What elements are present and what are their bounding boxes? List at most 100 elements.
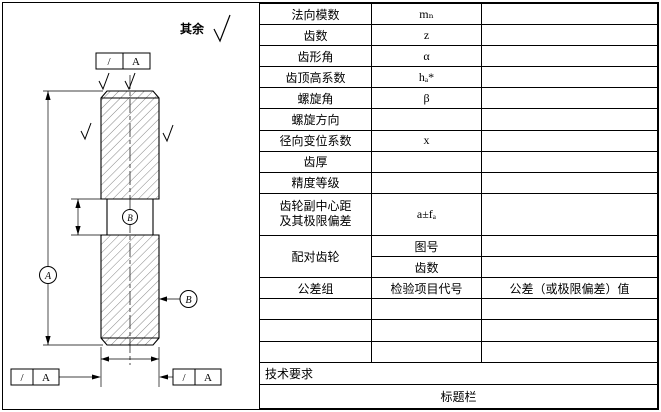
dimension-overall-length xyxy=(43,90,103,346)
tolerance-symbol: / xyxy=(20,372,24,384)
param-value xyxy=(481,192,658,237)
table-row: 法向模数 mₙ xyxy=(259,2,658,26)
rest-label: 其余 xyxy=(180,21,205,36)
parameter-table-area: 法向模数 mₙ 齿数 z 齿形角 α 齿顶高系数 hₐ* xyxy=(259,2,658,410)
param-label: 配对齿轮 xyxy=(259,235,372,279)
param-value xyxy=(481,2,658,26)
param-symbol xyxy=(371,108,482,131)
tolerance-datum-ref: A xyxy=(204,372,212,384)
arrowhead xyxy=(75,226,81,235)
table-row: 齿数 xyxy=(260,256,658,279)
param-value xyxy=(481,235,658,258)
table-row: 公差组 检验项目代号 公差（或极限偏差）值 xyxy=(259,277,658,300)
param-value xyxy=(481,24,658,47)
arrowhead xyxy=(92,374,101,380)
param-value xyxy=(481,45,658,68)
tolerance-frame-top: / A xyxy=(95,52,151,70)
roughness-icon xyxy=(213,14,231,43)
arrowhead xyxy=(75,199,81,208)
title-bar-label: 标题栏 xyxy=(259,383,658,410)
tolerance-datum-ref: A xyxy=(42,372,50,384)
arrowhead xyxy=(101,356,109,362)
dimension-bottom xyxy=(100,347,160,387)
table-row: 齿顶高系数 hₐ* xyxy=(259,66,658,89)
hatch-upper-section xyxy=(101,91,159,199)
arrowhead xyxy=(45,336,51,345)
arrowhead xyxy=(151,356,159,362)
empty-cell xyxy=(371,340,482,363)
table-row: 齿轮副中心距 及其极限偏差 a±fₐ xyxy=(259,192,658,237)
empty-cell xyxy=(371,319,482,342)
param-symbol: 图号 xyxy=(371,235,482,258)
param-value xyxy=(481,87,658,110)
datum-b-leader: B xyxy=(159,290,198,308)
datum-a-label: A xyxy=(44,271,52,282)
roughness-icon xyxy=(98,72,110,91)
table-row: 配对齿轮 图号 xyxy=(259,235,658,279)
tolerance-value-header: 公差（或极限偏差）值 xyxy=(481,277,658,300)
datum-b-label: B xyxy=(185,295,191,306)
table-row: 齿数 z xyxy=(259,24,658,47)
table-row: 螺旋角 β xyxy=(259,87,658,110)
empty-cell xyxy=(481,340,658,363)
param-label: 齿顶高系数 xyxy=(259,66,372,89)
empty-cell xyxy=(481,298,658,321)
param-symbol: z xyxy=(371,24,482,47)
table-row: 径向变位系数 x xyxy=(259,129,658,152)
inspection-item-header: 检验项目代号 xyxy=(371,277,482,300)
param-label: 径向变位系数 xyxy=(259,129,372,152)
empty-cell xyxy=(259,298,372,321)
arrowhead xyxy=(159,374,168,380)
param-label: 齿厚 xyxy=(259,150,372,173)
tolerance-symbol: / xyxy=(182,372,186,384)
table-row: 齿形角 α xyxy=(259,45,658,68)
param-symbol: a±fₐ xyxy=(371,192,482,237)
tolerance-frame-bottom-right: / A xyxy=(159,368,222,386)
tolerance-datum-ref: A xyxy=(132,56,140,68)
table-row: 螺旋方向 xyxy=(259,108,658,131)
roughness-icon xyxy=(124,72,136,91)
param-symbol: mₙ xyxy=(371,2,482,26)
param-label: 齿形角 xyxy=(259,45,372,68)
tolerance-frame-bottom-left: / A xyxy=(10,368,101,386)
param-label: 法向模数 xyxy=(259,2,372,26)
table-row xyxy=(259,298,658,321)
gear-section-drawing: 其余 / A xyxy=(10,14,231,387)
param-symbol: β xyxy=(371,87,482,110)
empty-cell xyxy=(259,319,372,342)
param-value xyxy=(481,129,658,152)
datum-b-label: B xyxy=(127,213,133,223)
hatch-lower-section xyxy=(101,235,159,345)
datum-b-inner: B xyxy=(122,209,138,225)
tech-requirements-label: 技术要求 xyxy=(259,361,658,385)
param-symbol: hₐ* xyxy=(371,66,482,89)
param-label: 齿轮副中心距 及其极限偏差 xyxy=(259,192,372,237)
roughness-icon xyxy=(162,124,174,143)
param-value xyxy=(481,66,658,89)
empty-cell xyxy=(371,298,482,321)
param-label: 螺旋角 xyxy=(259,87,372,110)
tolerance-group-header: 公差组 xyxy=(259,277,372,300)
table-row xyxy=(259,319,658,342)
tech-requirements-row: 技术要求 xyxy=(259,361,658,385)
arrowhead xyxy=(45,91,51,100)
arrowhead xyxy=(159,296,167,302)
table-row: 精度等级 xyxy=(259,171,658,194)
param-value xyxy=(481,150,658,173)
param-symbol xyxy=(371,171,482,194)
table-row: 齿厚 xyxy=(259,150,658,173)
empty-cell xyxy=(259,340,372,363)
param-label: 齿数 xyxy=(259,24,372,47)
dimension-band-width xyxy=(71,198,105,236)
param-symbol: α xyxy=(371,45,482,68)
param-label: 螺旋方向 xyxy=(259,108,372,131)
param-label: 精度等级 xyxy=(259,171,372,194)
param-value xyxy=(481,256,658,279)
datum-a-bubble: A xyxy=(39,266,57,284)
roughness-marks xyxy=(80,72,174,143)
tolerance-symbol: / xyxy=(107,56,111,68)
param-symbol: 齿数 xyxy=(371,256,482,279)
empty-cell xyxy=(481,319,658,342)
table-row xyxy=(259,340,658,363)
